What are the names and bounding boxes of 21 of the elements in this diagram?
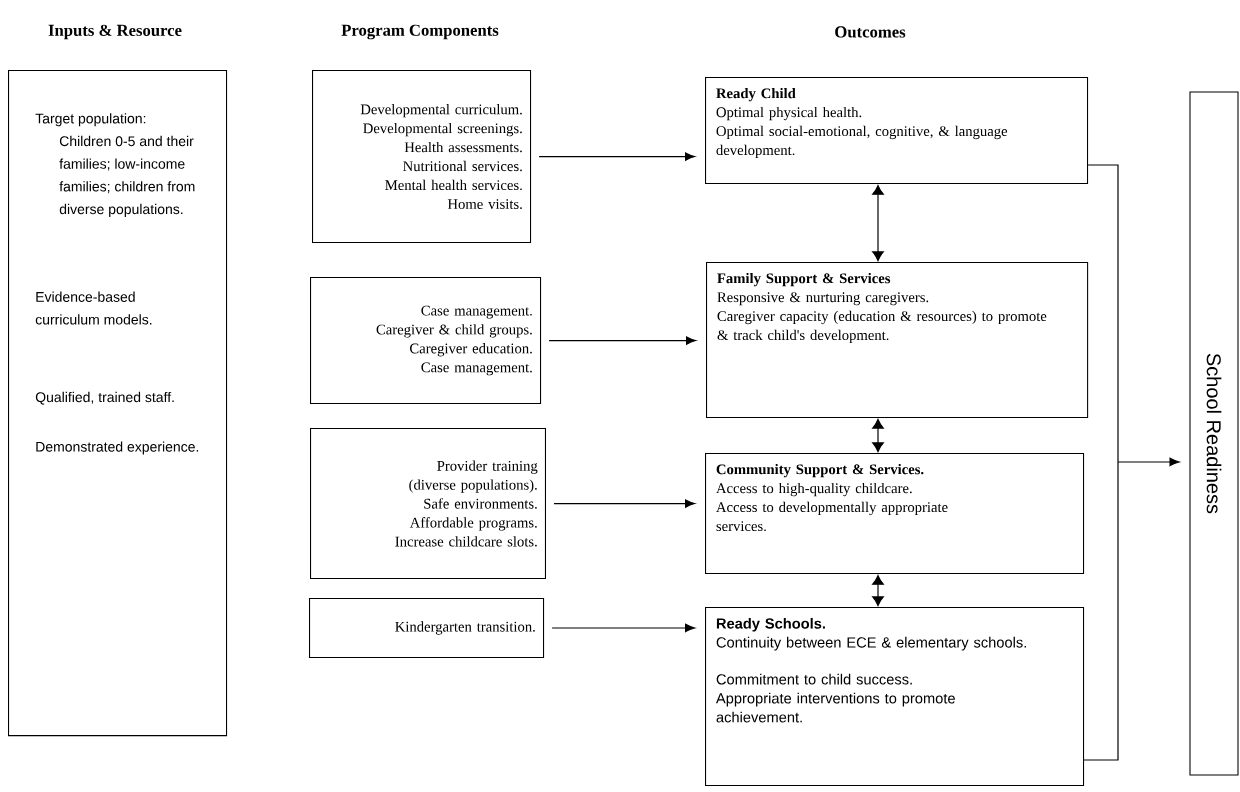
arrow bbox=[872, 575, 884, 607]
column-heading: Program Components bbox=[341, 24, 499, 40]
arrow bbox=[548, 336, 697, 345]
result-box: School Readiness bbox=[1189, 91, 1239, 776]
component-box: Case management. Caregiver & child groups. Caregiver education. Case management. bbox=[310, 277, 542, 405]
outcome-box: Ready Schools. Continuity between ECE & elementary schools. Commitment to child success. Appropriate interventions to promote achievement. bbox=[705, 607, 1085, 787]
arrow bbox=[553, 499, 696, 508]
arrow bbox=[872, 185, 884, 262]
column-heading: Inputs & Resource bbox=[48, 24, 182, 40]
outcome-box: Community Support & Services. Access to high-quality childcare. Access to developmentally appropriate services. bbox=[705, 453, 1085, 575]
component-box: Provider training (diverse populations). Safe environments. Affordable programs. Increase childcare slots. bbox=[310, 428, 546, 580]
outcome-box: Family Support & Services Responsive & nurturing caregivers. Caregiver capacity (education & resources) to promote & track child's development. bbox=[706, 262, 1089, 418]
arrow bbox=[872, 418, 884, 453]
bracket-arrow bbox=[1083, 164, 1180, 761]
arrow bbox=[538, 152, 696, 161]
column-heading: Outcomes bbox=[835, 26, 906, 38]
outcome-box: Ready Child Optimal physical health. Optimal social-emotional, cognitive, & language development. bbox=[705, 77, 1089, 185]
component-box: Developmental curriculum. Developmental screenings. Health assessments. Nutritional services. Mental health services. Home visits. bbox=[312, 70, 532, 244]
inputs-box: Target population: Children 0-5 and their families; low-income families; children from diverse populations. Evidence-based curriculum models. Qualified, trained staff. Demonstrated experience. bbox=[8, 70, 228, 737]
arrow bbox=[551, 623, 696, 633]
component-box: Kindergarten transition. bbox=[309, 598, 545, 658]
